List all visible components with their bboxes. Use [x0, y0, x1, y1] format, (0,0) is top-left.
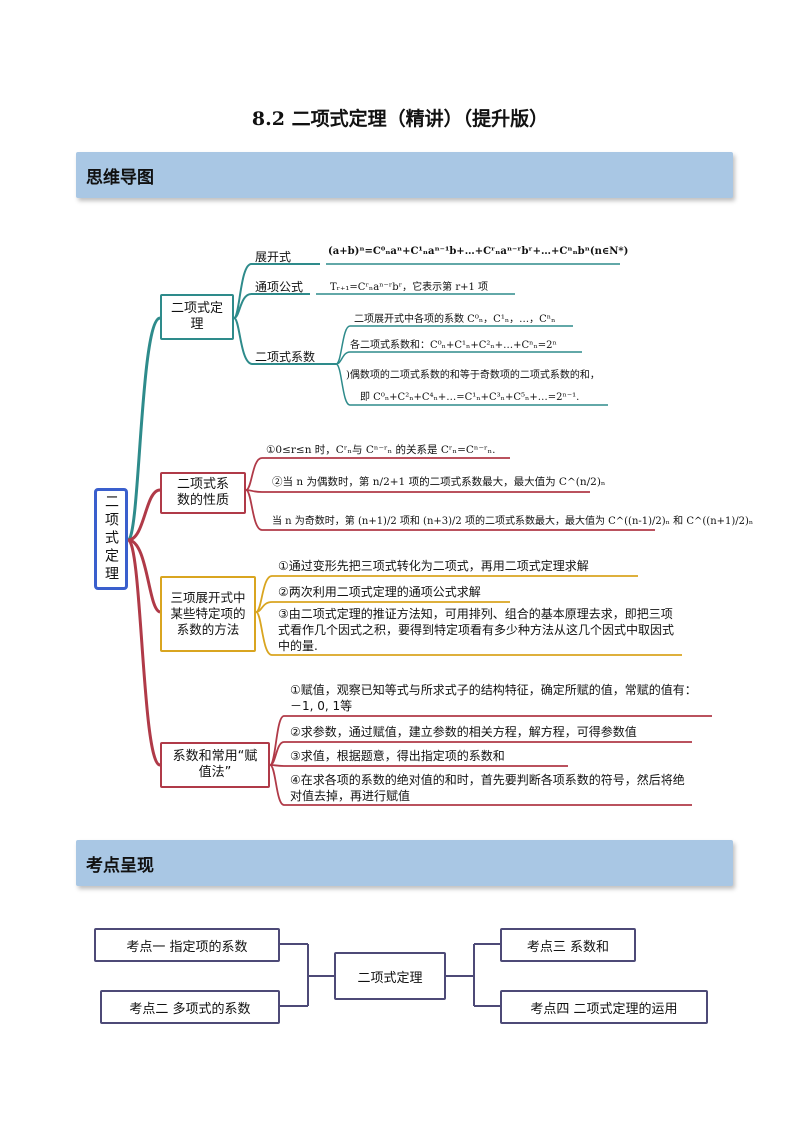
- connector-coef: [233, 317, 336, 365]
- prop-line-2: ②当 n 为偶数时，第 n/2+1 项的二项式系数最大，最大值为 C^(n/2)…: [272, 476, 606, 488]
- branch-binomial-theorem: 二项式定理: [160, 294, 234, 340]
- tri-line-2: ②两次利用二项式定理的通项公式求解: [278, 585, 481, 599]
- connector-general: [233, 293, 310, 319]
- kaodian-center: 二项式定理: [334, 952, 446, 1000]
- tri-line-3: ③由二项式定理的推证方法知，可用排列、组合的基本原理去求，即把三项式看作几个因式…: [278, 607, 675, 653]
- connector-prop-1: [245, 457, 510, 491]
- section-points-title: 考点呈现: [86, 856, 154, 876]
- branch-assignment-method: 系数和常用“赋值法”: [160, 742, 270, 788]
- kaodian-2: 考点二 多项式的系数: [100, 990, 280, 1024]
- formula-general-term: Tᵣ₊₁=Cʳₙaⁿ⁻ʳbʳ，它表示第 r+1 项: [330, 282, 489, 293]
- connector-root-branch4: [126, 538, 161, 767]
- fz-line-2: ②求参数，通过赋值，建立参数的相关方程，解方程，可得参数值: [290, 725, 637, 739]
- connector-tri-2: [255, 601, 510, 613]
- fz-line-3: ③求值，根据题意，得出指定项的系数和: [290, 749, 505, 763]
- coef-line-4: 即 C⁰ₙ+C²ₙ+C⁴ₙ+…=C¹ₙ+C³ₙ+C⁵ₙ+…=2ⁿ⁻¹.: [360, 392, 580, 403]
- kaodian-1: 考点一 指定项的系数: [94, 928, 280, 962]
- branch-trinomial-method: 三项展开式中某些特定项的系数的方法: [160, 576, 256, 652]
- label-expansion: 展开式: [255, 250, 292, 264]
- connector-coef-3: [335, 363, 608, 406]
- coef-line-3: )偶数项的二项式系数的和等于奇数项的二项式系数的和，: [346, 370, 600, 381]
- coef-line-2: 各二项式系数和：C⁰ₙ+C¹ₙ+C²ₙ+…+Cⁿₙ=2ⁿ: [350, 340, 557, 351]
- connector-tri-3: [255, 611, 682, 656]
- formula-expansion: (a+b)ⁿ=C⁰ₙaⁿ+C¹ₙaⁿ⁻¹b+…+Cʳₙaⁿ⁻ʳbʳ+…+Cⁿₙb…: [328, 246, 629, 257]
- section-points-bar: 考点呈现: [76, 840, 733, 886]
- connector-prop-2: [245, 489, 590, 493]
- fz-line-4: ④在求各项的系数的绝对值的和时，首先要判断各项系数的符号，然后将绝对值去掉，再进…: [290, 773, 685, 803]
- connector-root-branch1: [126, 316, 161, 542]
- prop-line-1: ①0≤r≤n 时，Cʳₙ与 Cⁿ⁻ʳₙ 的关系是 Cʳₙ=Cⁿ⁻ʳₙ.: [266, 444, 496, 456]
- fz-line-1: ①赋值，观察已知等式与所求式子的结构特征，确定所赋的值，常赋的值有：－1, 0,…: [290, 683, 697, 713]
- connector-prop-3: [245, 489, 655, 531]
- connector-root-branch3: [127, 538, 161, 614]
- section-mindmap-bar: 思维导图: [76, 152, 733, 198]
- prop-line-3: 当 n 为奇数时，第 (n+1)/2 项和 (n+3)/2 项的二项式系数最大，…: [272, 516, 754, 527]
- label-general-term: 通项公式: [255, 280, 304, 294]
- connector-coef-2: [335, 351, 582, 365]
- coef-line-1: 二项展开式中各项的系数 C⁰ₙ，C¹ₙ，…，Cⁿₙ: [354, 314, 556, 325]
- connector-coef-1: [335, 325, 573, 365]
- label-binomial-coef: 二项式系数: [255, 350, 316, 364]
- tri-line-1: ①通过变形先把三项式转化为二项式，再用二项式定理求解: [278, 559, 589, 573]
- kaodian-3: 考点三 系数和: [500, 928, 636, 962]
- connector-root-branch2: [127, 488, 161, 542]
- page-title: 8.2 二项式定理（精讲）（提升版）: [251, 108, 549, 130]
- connector-fz-3: [269, 764, 568, 767]
- branch-coef-properties: 二项式系数的性质: [160, 472, 246, 514]
- mindmap-root: 二项式定理: [94, 488, 128, 590]
- section-mindmap-title: 思维导图: [86, 168, 154, 188]
- kaodian-4: 考点四 二项式定理的运用: [500, 990, 708, 1024]
- connector-fz-4: [269, 764, 692, 806]
